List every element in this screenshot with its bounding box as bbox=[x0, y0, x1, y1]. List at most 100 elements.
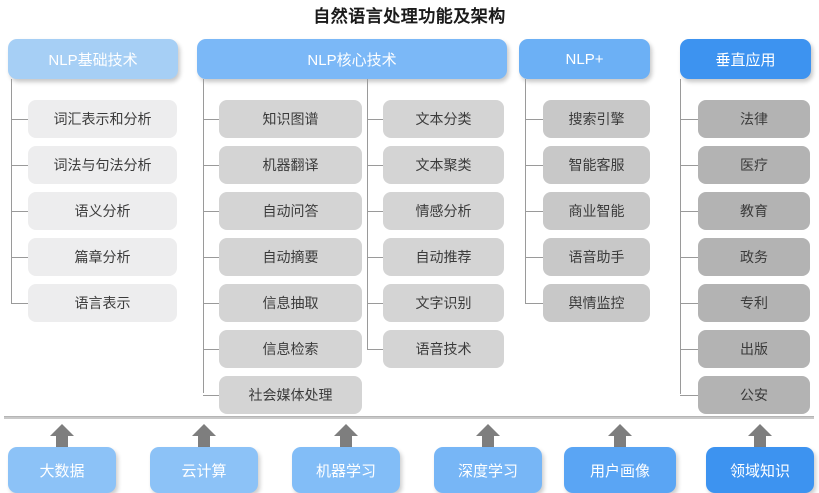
foundation-item-label: 领域知识 bbox=[729, 462, 790, 480]
header-nlp-plus[interactable]: NLP+ bbox=[519, 39, 650, 79]
foundation-item-5[interactable]: 领域知识 bbox=[706, 447, 814, 493]
header-vertical-application-label: 垂直应用 bbox=[715, 51, 776, 69]
leaf-label: 自动推荐 bbox=[415, 249, 472, 265]
leaf-basic-4[interactable]: 语言表示 bbox=[28, 284, 177, 322]
leaf-label: 公安 bbox=[740, 387, 768, 403]
leaf-plus-2[interactable]: 商业智能 bbox=[543, 192, 650, 230]
foundation-item-0[interactable]: 大数据 bbox=[8, 447, 116, 493]
leaf-core-left-2[interactable]: 自动问答 bbox=[219, 192, 362, 230]
leaf-label: 语音技术 bbox=[415, 341, 472, 357]
up-arrow-icon-1 bbox=[189, 422, 219, 450]
up-arrow-icon-4 bbox=[605, 422, 635, 450]
connector-core-right-1 bbox=[367, 165, 383, 166]
leaf-plus-4[interactable]: 舆情监控 bbox=[543, 284, 650, 322]
connector-core-right-2 bbox=[367, 211, 383, 212]
leaf-vertical-4[interactable]: 专利 bbox=[698, 284, 810, 322]
up-arrow-icon-0 bbox=[47, 422, 77, 450]
connector-vertical-4 bbox=[680, 303, 698, 304]
header-nlp-core[interactable]: NLP核心技术 bbox=[197, 39, 507, 79]
leaf-core-left-5[interactable]: 信息检索 bbox=[219, 330, 362, 368]
leaf-core-right-3[interactable]: 自动推荐 bbox=[383, 238, 504, 276]
leaf-label: 舆情监控 bbox=[568, 295, 625, 311]
leaf-basic-1[interactable]: 词法与句法分析 bbox=[28, 146, 177, 184]
connector-trunk-vertical bbox=[680, 79, 681, 394]
leaf-core-right-5[interactable]: 语音技术 bbox=[383, 330, 504, 368]
leaf-core-right-4[interactable]: 文字识别 bbox=[383, 284, 504, 322]
leaf-core-right-1[interactable]: 文本聚类 bbox=[383, 146, 504, 184]
leaf-vertical-0[interactable]: 法律 bbox=[698, 100, 810, 138]
foundation-item-label: 机器学习 bbox=[315, 462, 376, 480]
leaf-core-left-0[interactable]: 知识图谱 bbox=[219, 100, 362, 138]
connector-core-right-3 bbox=[367, 257, 383, 258]
foundation-item-label: 用户画像 bbox=[589, 462, 650, 480]
foundation-item-2[interactable]: 机器学习 bbox=[292, 447, 400, 493]
header-nlp-core-label: NLP核心技术 bbox=[307, 51, 397, 69]
up-arrow-icon-2 bbox=[331, 422, 361, 450]
connector-trunk-plus bbox=[525, 79, 526, 304]
connector-core-left-2 bbox=[203, 211, 219, 212]
leaf-label: 自动摘要 bbox=[262, 249, 319, 265]
leaf-label: 智能客服 bbox=[568, 157, 625, 173]
leaf-vertical-5[interactable]: 出版 bbox=[698, 330, 810, 368]
connector-trunk-basic bbox=[11, 79, 12, 304]
connector-core-right-4 bbox=[367, 303, 383, 304]
up-arrow-icon-5 bbox=[745, 422, 775, 450]
leaf-vertical-2[interactable]: 教育 bbox=[698, 192, 810, 230]
leaf-basic-3[interactable]: 篇章分析 bbox=[28, 238, 177, 276]
leaf-label: 信息抽取 bbox=[262, 295, 319, 311]
connector-trunk-core-left bbox=[203, 79, 204, 393]
leaf-label: 医疗 bbox=[740, 157, 768, 173]
header-nlp-basic[interactable]: NLP基础技术 bbox=[8, 39, 178, 79]
connector-plus-1 bbox=[525, 165, 543, 166]
connector-vertical-1 bbox=[680, 165, 698, 166]
leaf-label: 语音助手 bbox=[568, 249, 625, 265]
leaf-plus-0[interactable]: 搜索引擎 bbox=[543, 100, 650, 138]
leaf-label: 自动问答 bbox=[262, 203, 319, 219]
leaf-label: 词法与句法分析 bbox=[53, 157, 152, 173]
foundation-item-1[interactable]: 云计算 bbox=[150, 447, 258, 493]
leaf-core-left-1[interactable]: 机器翻译 bbox=[219, 146, 362, 184]
connector-core-left-3 bbox=[203, 257, 219, 258]
foundation-item-label: 深度学习 bbox=[457, 462, 518, 480]
leaf-vertical-1[interactable]: 医疗 bbox=[698, 146, 810, 184]
header-vertical-application[interactable]: 垂直应用 bbox=[680, 39, 811, 79]
connector-basic-2 bbox=[11, 211, 28, 212]
leaf-plus-1[interactable]: 智能客服 bbox=[543, 146, 650, 184]
leaf-label: 词汇表示和分析 bbox=[53, 111, 152, 127]
connector-core-left-1 bbox=[203, 165, 219, 166]
leaf-basic-0[interactable]: 词汇表示和分析 bbox=[28, 100, 177, 138]
connector-core-left-4 bbox=[203, 303, 219, 304]
leaf-label: 商业智能 bbox=[568, 203, 625, 219]
connector-basic-4 bbox=[11, 303, 28, 304]
connector-basic-0 bbox=[11, 119, 28, 120]
leaf-vertical-3[interactable]: 政务 bbox=[698, 238, 810, 276]
leaf-label: 文本聚类 bbox=[415, 157, 472, 173]
leaf-core-right-0[interactable]: 文本分类 bbox=[383, 100, 504, 138]
leaf-vertical-6[interactable]: 公安 bbox=[698, 376, 810, 414]
foundation-item-4[interactable]: 用户画像 bbox=[564, 447, 676, 493]
connector-plus-2 bbox=[525, 211, 543, 212]
connector-plus-4 bbox=[525, 303, 543, 304]
leaf-basic-2[interactable]: 语义分析 bbox=[28, 192, 177, 230]
leaf-label: 文本分类 bbox=[415, 111, 472, 127]
connector-basic-3 bbox=[11, 257, 28, 258]
connector-vertical-3 bbox=[680, 257, 698, 258]
leaf-label: 教育 bbox=[740, 203, 768, 219]
leaf-core-left-4[interactable]: 信息抽取 bbox=[219, 284, 362, 322]
foundation-item-label: 大数据 bbox=[39, 462, 85, 480]
leaf-core-left-6[interactable]: 社会媒体处理 bbox=[219, 376, 362, 414]
header-nlp-plus-label: NLP+ bbox=[565, 50, 604, 68]
leaf-core-left-3[interactable]: 自动摘要 bbox=[219, 238, 362, 276]
connector-core-left-0 bbox=[203, 119, 219, 120]
connector-vertical-5 bbox=[680, 349, 698, 350]
connector-core-right-5 bbox=[367, 349, 383, 350]
foundation-item-3[interactable]: 深度学习 bbox=[434, 447, 542, 493]
connector-plus-0 bbox=[525, 119, 543, 120]
leaf-core-right-2[interactable]: 情感分析 bbox=[383, 192, 504, 230]
leaf-label: 机器翻译 bbox=[262, 157, 319, 173]
leaf-label: 社会媒体处理 bbox=[248, 387, 333, 403]
leaf-label: 文字识别 bbox=[415, 295, 472, 311]
leaf-plus-3[interactable]: 语音助手 bbox=[543, 238, 650, 276]
foundation-item-label: 云计算 bbox=[181, 462, 227, 480]
leaf-label: 政务 bbox=[740, 249, 768, 265]
